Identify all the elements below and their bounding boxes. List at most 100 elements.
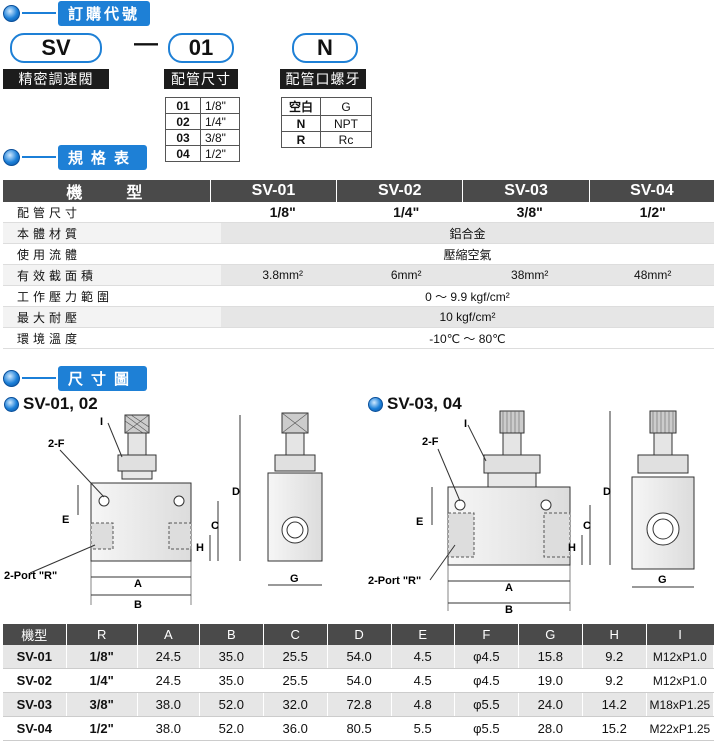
- label-a: A: [505, 582, 513, 594]
- label-port: 2-Port "R": [4, 570, 57, 582]
- value: 3/8": [200, 129, 240, 146]
- header-cell: F: [454, 624, 519, 645]
- size-caption: 配管尺寸: [164, 69, 238, 89]
- code: 02: [165, 113, 201, 130]
- section-header-dim: 尺寸圖: [3, 365, 148, 391]
- header-line: [22, 377, 56, 379]
- value: 1/4": [200, 113, 240, 130]
- model-caption: 精密調速閥: [3, 69, 109, 89]
- table-row: 配管尺寸 1/8" 1/4" 3/8" 1/2": [3, 202, 714, 223]
- label-i: I: [464, 418, 467, 430]
- bullet-icon: [4, 396, 19, 412]
- header-cell: A: [137, 624, 200, 645]
- cell: 1/4": [66, 668, 138, 693]
- value: 1/2": [200, 145, 240, 162]
- value: 1/8": [200, 97, 240, 114]
- code: 04: [165, 145, 201, 162]
- subtitle-large: SV-03, 04: [368, 394, 462, 414]
- bullet-icon: [3, 4, 20, 22]
- header-cell: 機型: [3, 624, 67, 645]
- cell: 3/8": [66, 692, 138, 717]
- cell: SV-02: [3, 668, 67, 693]
- cell: 10 kgf/cm²: [220, 307, 714, 327]
- dimension-table: 機型 R A B C D E F G H I SV-01 1/8" 24.5 3…: [3, 624, 715, 741]
- cell: 1/2": [66, 716, 138, 741]
- section-header-order: 訂購代號: [3, 0, 151, 26]
- label-b: B: [505, 604, 513, 616]
- cell: 54.0: [327, 668, 392, 693]
- header-line: [22, 12, 56, 14]
- size-code: 01: [168, 33, 234, 63]
- label-d: D: [603, 486, 611, 498]
- thread-code: N: [292, 33, 358, 63]
- cell: 9.2: [582, 645, 647, 669]
- cell: 80.5: [327, 716, 392, 741]
- code: N: [281, 115, 321, 132]
- header-cell: I: [646, 624, 714, 645]
- cell: 4.5: [391, 645, 455, 669]
- cell: 鋁合金: [220, 223, 714, 243]
- cell: 25.5: [263, 668, 328, 693]
- header-cell: D: [327, 624, 392, 645]
- table-row: SV-04 1/2" 38.0 52.0 36.0 80.5 5.5 φ5.5 …: [3, 716, 715, 741]
- cell: φ4.5: [454, 645, 519, 669]
- label-d: D: [232, 486, 240, 498]
- cell: 壓縮空氣: [443, 247, 492, 262]
- label-h: H: [196, 542, 204, 554]
- spec-header: 機 型 SV-01 SV-02 SV-03 SV-04: [3, 180, 714, 202]
- cell: 24.5: [137, 668, 200, 693]
- cell: 3.8mm²: [220, 265, 345, 285]
- table-row: 環境溫度 -10℃ ～ 80℃: [3, 328, 714, 349]
- code: R: [281, 131, 321, 148]
- cell: 72.8: [327, 692, 392, 717]
- row-name: 最大耐壓: [3, 307, 221, 327]
- cell: 6mm²: [344, 265, 468, 285]
- bullet-icon: [3, 369, 20, 387]
- value: NPT: [320, 115, 372, 132]
- table-row: SV-01 1/8" 24.5 35.0 25.5 54.0 4.5 φ4.5 …: [3, 645, 715, 669]
- cell: 54.0: [327, 645, 392, 669]
- label-h: H: [568, 542, 576, 554]
- header-cell: 機 型: [3, 180, 211, 202]
- cell: -10℃ ～ 80℃: [429, 331, 506, 346]
- cell: 28.0: [518, 716, 583, 741]
- drawing-sv-03-04: 2-F I D C H E A B G 2-Port "R": [368, 410, 695, 616]
- header-cell: R: [66, 624, 138, 645]
- table-row: 工作壓力範圍 0 ～ 9.9 kgf/cm²: [3, 286, 714, 307]
- header-cell: SV-04: [630, 182, 674, 199]
- cell: 1/8": [269, 204, 296, 220]
- drawing-sv-01-02: 2-F I D C H E A B G 2-Port "R": [4, 412, 323, 611]
- subtitle-text: SV-01, 02: [23, 394, 98, 413]
- code: 01: [165, 97, 201, 114]
- cell: 25.5: [263, 645, 328, 669]
- header-cell: G: [518, 624, 583, 645]
- bullet-icon: [368, 396, 383, 412]
- cell: 32.0: [263, 692, 328, 717]
- label-f: 2-F: [48, 438, 65, 450]
- table-row: SV-03 3/8" 38.0 52.0 32.0 72.8 4.8 φ5.5 …: [3, 692, 715, 717]
- cell: 5.5: [391, 716, 455, 741]
- dash: —: [134, 30, 158, 57]
- label-port: 2-Port "R": [368, 575, 421, 587]
- header-cell: E: [391, 624, 455, 645]
- header-line: [22, 156, 56, 158]
- header-cell: SV-03: [463, 180, 590, 202]
- cell: 52.0: [199, 716, 264, 741]
- cell: 1/8": [66, 645, 138, 669]
- label-a: A: [134, 578, 142, 590]
- label-i: I: [100, 416, 103, 428]
- label-c: C: [211, 520, 219, 532]
- side-body: [267, 472, 323, 562]
- table-row: 使用流體 壓縮空氣: [3, 244, 714, 265]
- cell: φ4.5: [454, 668, 519, 693]
- table-row: 最大耐壓 10 kgf/cm²: [3, 307, 714, 328]
- section-title: 訂購代號: [58, 0, 151, 26]
- cell: 35.0: [199, 645, 264, 669]
- cell: SV-01: [3, 645, 67, 669]
- code: 03: [165, 129, 201, 146]
- cell: 38.0: [137, 716, 200, 741]
